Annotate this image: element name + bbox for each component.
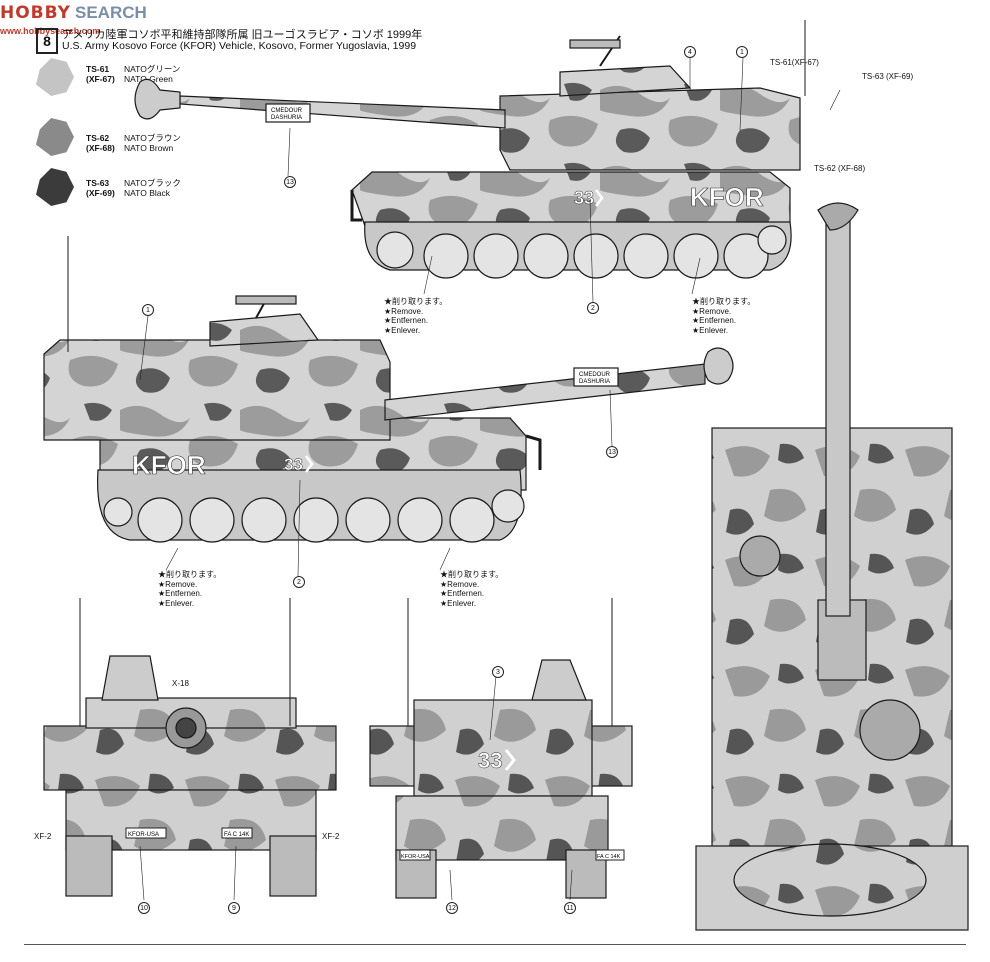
barrel-plate-top-2: DASHURIA [271,115,302,121]
callout-ts63: TS-63 (XF-69) [862,72,914,81]
remove-note-mid-left: ★削り取ります。★Remove.★Entfernen.★Enlever. [158,570,222,608]
watermark-logo: HOBBY [0,3,71,23]
barrel-plate-mid-1: CMEDOUR [579,372,611,378]
number-decal-rear: 33 [478,748,502,773]
remove-note-top-right: ★削り取ります。★Remove.★Entfernen.★Enlever. [692,297,756,335]
marker-10: 10 [138,902,150,914]
marker-9: 9 [228,902,240,914]
top-view [695,202,969,931]
watermark-site: www.hobbysearch.com [0,26,101,36]
marker-2-mid: 2 [293,576,305,588]
marker-2-top: 2 [587,302,599,314]
number-decal-top: 33 [574,188,594,208]
callout-xf2-right: XF-2 [322,832,340,841]
callout-xf2-left: XF-2 [34,832,52,841]
plate-right-front: FA C 14K [224,832,249,838]
rear-view [369,598,633,899]
paint-code: TS-62(XF-68) [86,133,115,153]
remove-note-mid-right: ★削り取ります。★Remove.★Entfernen.★Enlever. [440,570,504,608]
plate-right-rear: FA C 14K [597,854,621,860]
marker-1-top: 1 [736,46,748,58]
marker-11: 11 [564,902,576,914]
side-view-right [134,20,806,279]
callout-ts62: TS-62 (XF-68) [814,164,866,173]
marker-4: 4 [684,46,696,58]
plate-left-rear: KFOR-USA [401,854,430,860]
paint-code: TS-63(XF-69) [86,178,115,198]
front-view [43,598,337,897]
barrel-plate-top-1: CMEDOUR [271,108,303,114]
title-en: U.S. Army Kosovo Force (KFOR) Vehicle, K… [62,40,417,52]
barrel-plate-mid-2: DASHURIA [579,379,610,385]
plate-left-front: KFOR-USA [128,832,159,838]
number-decal-mid: 33 [284,455,303,474]
kfor-decal-mid: KFOR [132,450,206,480]
marker-1-mid: 1 [142,304,154,316]
paint-code: TS-61(XF-67) [86,64,115,84]
bottom-rule [24,944,966,945]
marker-12: 12 [446,902,458,914]
remove-note-top-left: ★削り取ります。★Remove.★Entfernen.★Enlever. [384,297,448,335]
callout-x18: X-18 [172,679,189,688]
callout-ts61: TS-61(XF-67) [770,58,819,67]
side-view-left [43,236,734,543]
step-number: 8 [36,28,58,54]
marker-13-mid: 13 [606,446,618,458]
title-jp: アメリカ陸軍コソボ平和維持部隊所属 旧ユーゴスラビア・コソボ 1999年 [62,29,423,41]
marker-3: 3 [492,666,504,678]
watermark: HOBBY SEARCH [0,2,147,24]
watermark-text: SEARCH [74,3,147,22]
kfor-decal-top: KFOR [690,182,764,212]
marker-13-top: 13 [284,176,296,188]
